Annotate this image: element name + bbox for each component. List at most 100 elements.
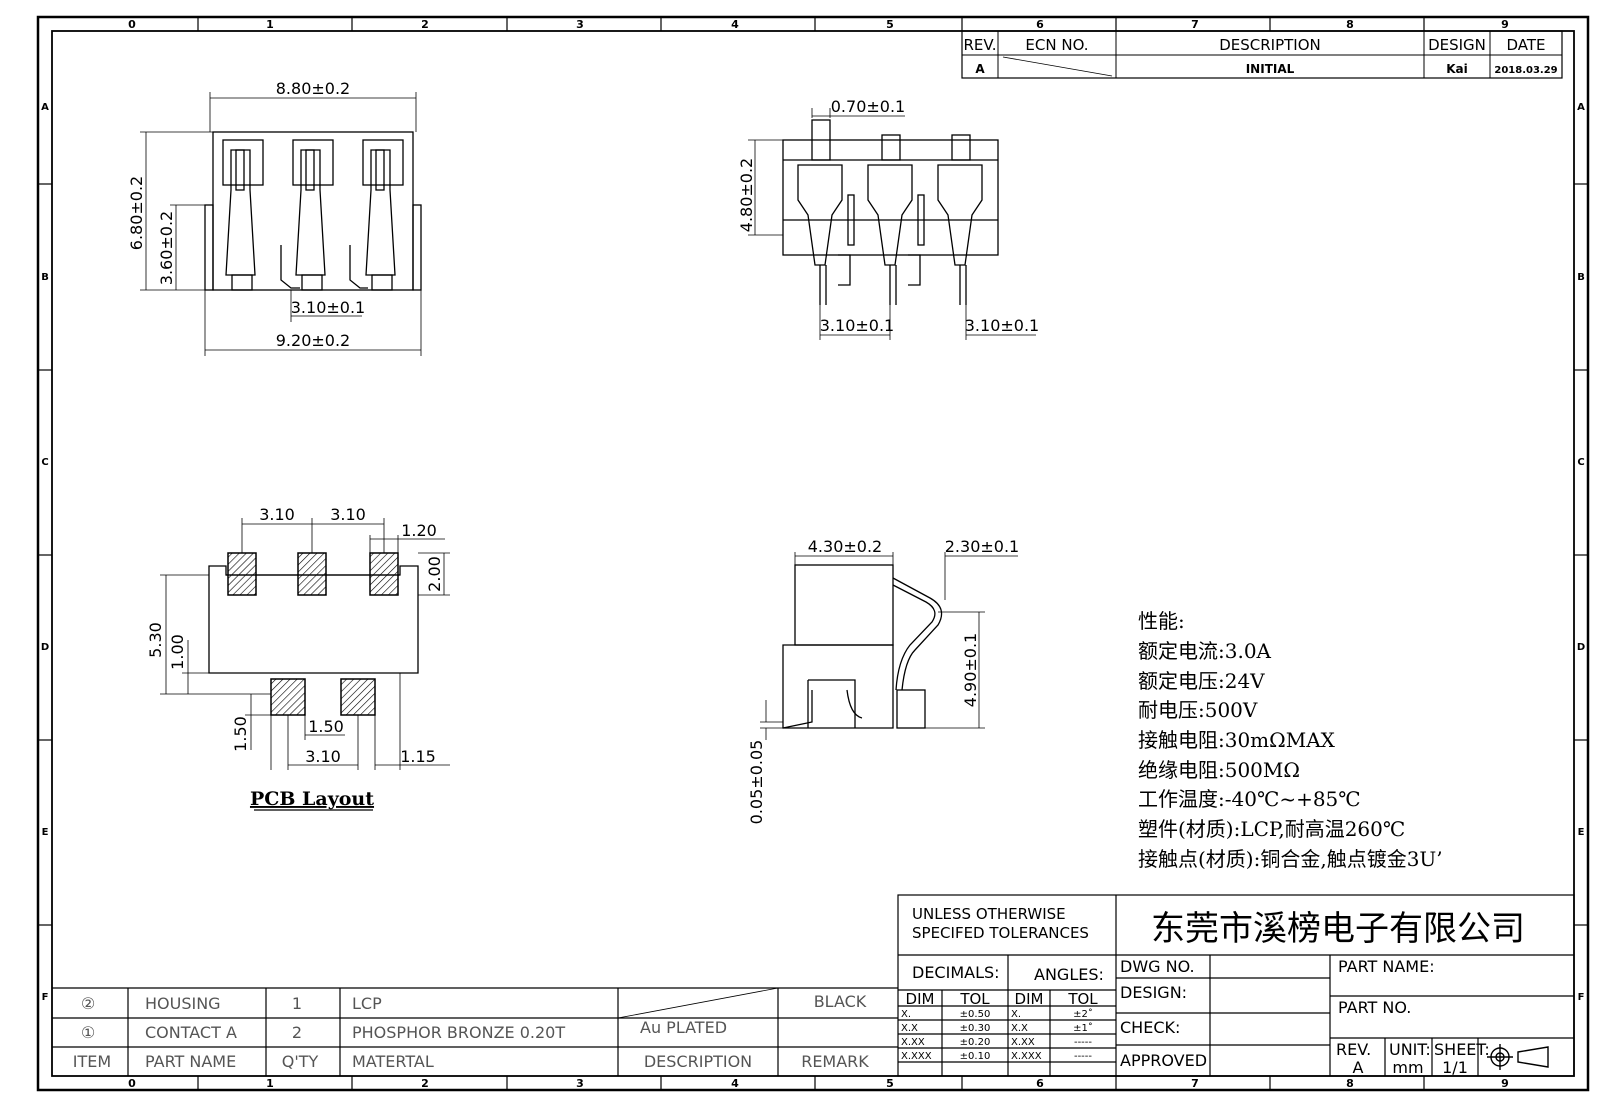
grid-col-6-bottom: 6 bbox=[1036, 1077, 1044, 1090]
dim-3-10-top: 3.10±0.1 bbox=[291, 298, 365, 317]
grid-row-a-right: A bbox=[1577, 102, 1585, 113]
tolerance-note-1: UNLESS OTHERWISE bbox=[912, 905, 1066, 923]
design-label: DESIGN: bbox=[1120, 983, 1187, 1002]
pcb-layout-title: PCB Layout bbox=[250, 788, 374, 810]
grid-col-5: 5 bbox=[886, 18, 894, 31]
bom-row-1-material: PHOSPHOR BRONZE 0.20T bbox=[352, 1023, 565, 1042]
sheet-label: SHEET: bbox=[1434, 1040, 1490, 1059]
grid-col-5-bottom: 5 bbox=[886, 1077, 894, 1090]
company-name: 东莞市溪榜电子有限公司 bbox=[1151, 909, 1525, 949]
front-view bbox=[748, 108, 1036, 340]
design-header: DESIGN bbox=[1428, 36, 1486, 54]
pcb-layout bbox=[160, 518, 450, 770]
top-view bbox=[140, 92, 422, 356]
bom-row-2-material: LCP bbox=[352, 994, 382, 1013]
date-value: 2018.03.29 bbox=[1494, 65, 1557, 76]
description-value: INITIAL bbox=[1246, 62, 1295, 76]
dec-dim-0: X. bbox=[901, 1009, 911, 1020]
bom-table bbox=[52, 987, 898, 1076]
bom-header-item: ITEM bbox=[73, 1052, 111, 1071]
bom-row-1-part: CONTACT A bbox=[145, 1023, 237, 1042]
pcb-dim-3-10-c: 3.10 bbox=[305, 747, 341, 766]
side-dim-4-30: 4.30±0.2 bbox=[808, 537, 882, 556]
tol-label-angles: TOL bbox=[1067, 990, 1098, 1008]
rev-label: REV. bbox=[1336, 1040, 1371, 1059]
grid-row-e: E bbox=[42, 827, 49, 838]
dim-label-decimals: DIM bbox=[906, 990, 935, 1008]
grid-col-2-bottom: 2 bbox=[421, 1077, 429, 1090]
decimals-label: DECIMALS: bbox=[912, 963, 1000, 982]
spec-contact-material: 接触点(材质):铜合金,触点镀金3U’ bbox=[1138, 847, 1443, 871]
grid-row-f-right: F bbox=[1578, 992, 1585, 1003]
grid-row-b-right: B bbox=[1577, 272, 1585, 283]
ang-dim-1: X.X bbox=[1011, 1023, 1028, 1034]
ang-dim-0: X. bbox=[1011, 1009, 1021, 1020]
dim-3-10-front-right: 3.10±0.1 bbox=[965, 316, 1039, 335]
pcb-dim-1-00: 1.00 bbox=[168, 634, 187, 670]
ang-tol-3: ----- bbox=[1074, 1051, 1092, 1062]
design-value: Kai bbox=[1446, 62, 1468, 76]
pcb-dim-1-15: 1.15 bbox=[400, 747, 436, 766]
ang-dim-2: X.XX bbox=[1011, 1037, 1035, 1048]
pcb-dim-3-10-b: 3.10 bbox=[330, 505, 366, 524]
pcb-dim-1-50-h: 1.50 bbox=[308, 717, 344, 736]
grid-col-7-bottom: 7 bbox=[1191, 1077, 1199, 1090]
side-dim-0-05: 0.05±0.05 bbox=[747, 740, 766, 825]
grid-row-a: A bbox=[41, 102, 49, 113]
ang-tol-2: ----- bbox=[1074, 1037, 1092, 1048]
rev-value-title: A bbox=[1353, 1058, 1364, 1077]
dim-4-80: 4.80±0.2 bbox=[737, 158, 756, 232]
unit-value: mm bbox=[1392, 1058, 1423, 1077]
grid-col-0-bottom: 0 bbox=[128, 1077, 136, 1090]
dim-6-80: 6.80±0.2 bbox=[127, 176, 146, 250]
top-view-terminal-2 bbox=[292, 139, 334, 291]
pcb-pad-2 bbox=[297, 552, 327, 596]
grid-col-4-bottom: 4 bbox=[731, 1077, 739, 1090]
dec-tol-2: ±0.20 bbox=[960, 1037, 991, 1048]
date-header: DATE bbox=[1506, 36, 1545, 54]
bom-header-material: MATERTAL bbox=[352, 1052, 434, 1071]
third-angle-projection-icon bbox=[1487, 1044, 1549, 1070]
spec-withstand-voltage: 耐电压:500V bbox=[1138, 698, 1258, 722]
spec-plastic-material: 塑件(材质):LCP,耐高温260℃ bbox=[1138, 817, 1405, 841]
bom-row-2-remark: BLACK bbox=[814, 992, 867, 1011]
grid-col-3: 3 bbox=[576, 18, 584, 31]
rev-value: A bbox=[975, 62, 985, 76]
revision-block: REV. ECN NO. DESCRIPTION DESIGN DATE A I… bbox=[961, 30, 1563, 79]
dim-3-60: 3.60±0.2 bbox=[157, 211, 176, 285]
dim-8-80: 8.80±0.2 bbox=[276, 79, 350, 98]
angles-label: ANGLES: bbox=[1034, 965, 1104, 984]
spec-contact-resistance: 接触电阻:30mΩMAX bbox=[1138, 728, 1336, 752]
grid-col-9-bottom: 9 bbox=[1501, 1077, 1509, 1090]
side-dim-2-30: 2.30±0.1 bbox=[945, 537, 1019, 556]
side-dim-4-90: 4.90±0.1 bbox=[961, 633, 980, 707]
dec-tol-3: ±0.10 bbox=[960, 1051, 991, 1062]
bom-header-remark: REMARK bbox=[801, 1052, 869, 1071]
check-label: CHECK: bbox=[1120, 1018, 1180, 1037]
unit-label: UNIT: bbox=[1389, 1040, 1431, 1059]
spec-rated-voltage: 额定电压:24V bbox=[1138, 669, 1265, 693]
bom-row-1-description: Au PLATED bbox=[640, 1018, 727, 1037]
pcb-pad-3 bbox=[369, 552, 399, 596]
grid-col-2: 2 bbox=[421, 18, 429, 31]
grid-col-4: 4 bbox=[731, 18, 739, 31]
grid-col-1-bottom: 1 bbox=[266, 1077, 274, 1090]
sheet-border: 0 1 2 3 4 5 6 7 8 9 0 1 2 3 4 5 6 7 8 9 … bbox=[36, 15, 1590, 1092]
sheet-value: 1/1 bbox=[1442, 1058, 1468, 1077]
grid-row-d-right: D bbox=[1577, 642, 1585, 653]
dim-0-70: 0.70±0.1 bbox=[831, 97, 905, 116]
grid-row-c-right: C bbox=[1577, 457, 1584, 468]
performance-specs: 性能: 额定电流:3.0A 额定电压:24V 耐电压:500V 接触电阻:30m… bbox=[1138, 609, 1443, 871]
dim-label-angles: DIM bbox=[1015, 990, 1044, 1008]
ecn-header: ECN NO. bbox=[1025, 36, 1088, 54]
spec-operating-temperature: 工作温度:-40℃~+85℃ bbox=[1138, 787, 1361, 811]
grid-col-8-bottom: 8 bbox=[1346, 1077, 1354, 1090]
grid-row-e-right: E bbox=[1578, 827, 1585, 838]
tolerance-note-2: SPECIFED TOLERANCES bbox=[912, 924, 1089, 942]
part-name-label: PART NAME: bbox=[1338, 957, 1435, 976]
front-view-contact-1 bbox=[797, 164, 843, 305]
grid-row-f: F bbox=[42, 992, 49, 1003]
bom-header-qty: Q'TY bbox=[282, 1052, 319, 1071]
grid-row-d: D bbox=[41, 642, 49, 653]
bom-header-part: PART NAME bbox=[145, 1052, 236, 1071]
